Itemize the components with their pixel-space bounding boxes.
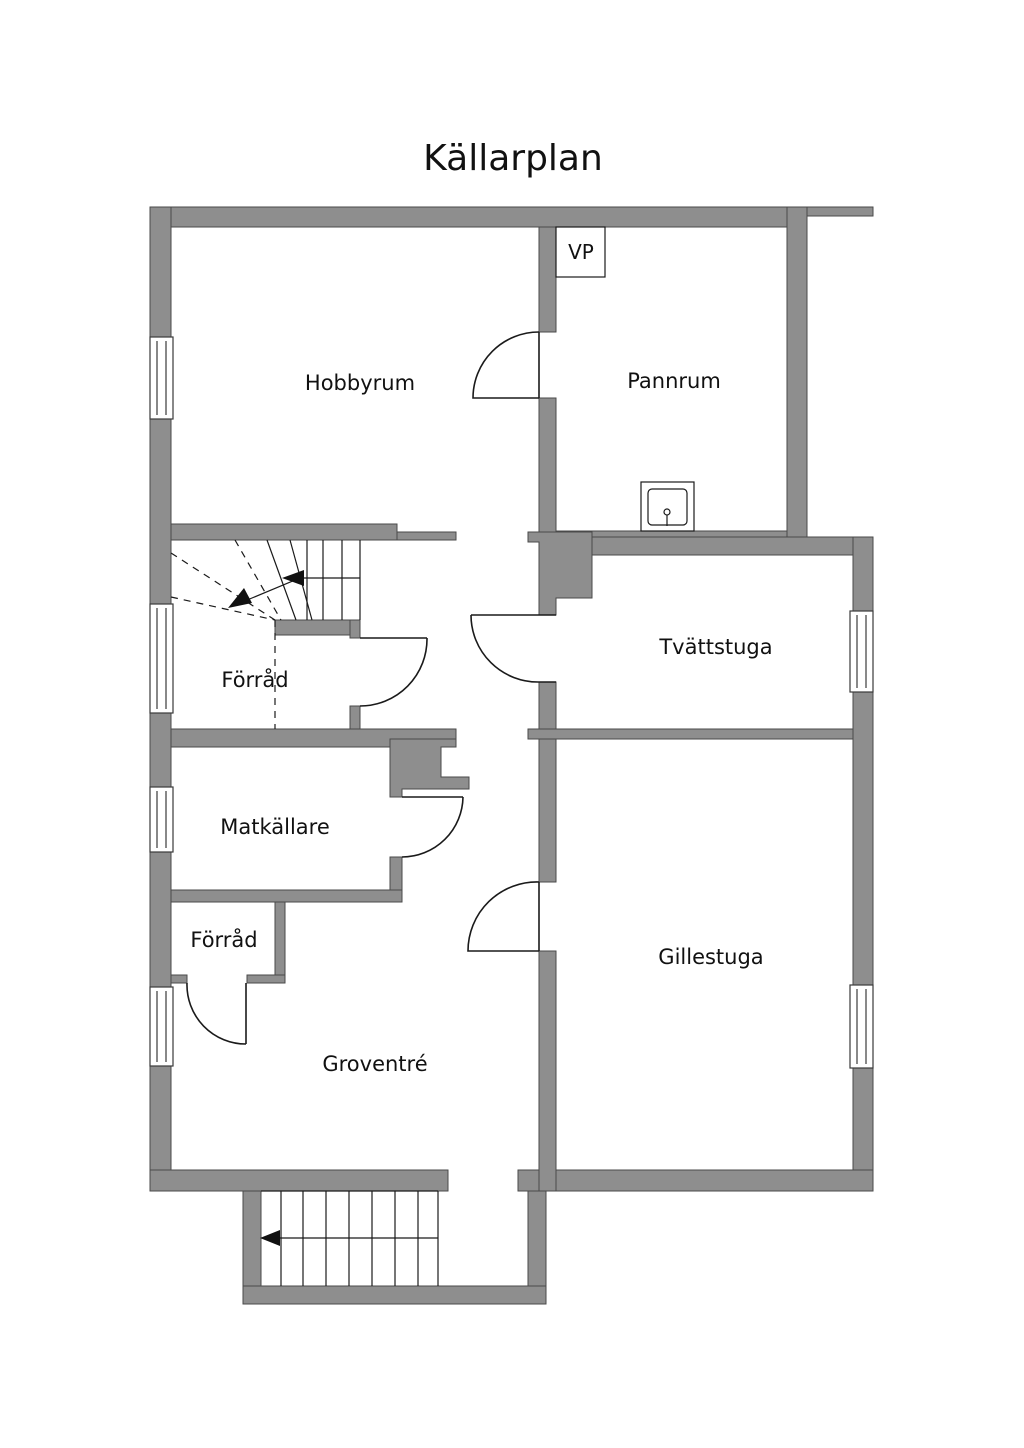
wall-forrad2-left-stub xyxy=(170,974,188,984)
window-matkallare xyxy=(149,786,174,853)
wall-central-1 xyxy=(538,226,557,333)
wall-pannrum-right xyxy=(786,206,808,538)
label-pannrum: Pannrum xyxy=(627,369,721,393)
wall-forrad2-right xyxy=(274,901,286,984)
window-groventre xyxy=(149,986,174,1067)
wall-outer-top-right xyxy=(806,206,874,217)
wall-outer-bottom-right xyxy=(517,1169,874,1192)
label-gillestuga: Gillestuga xyxy=(658,945,763,969)
windows xyxy=(149,336,874,1069)
stairs-winding xyxy=(170,539,361,729)
wall-forrad-door-post xyxy=(349,619,361,639)
wall-block-tvatt xyxy=(527,531,593,616)
doors xyxy=(186,331,556,1045)
label-forrad-lower: Förråd xyxy=(190,927,257,952)
wall-mat-right-low xyxy=(389,856,403,891)
window-tvattstuga xyxy=(849,610,874,693)
label-tvattstuga: Tvättstuga xyxy=(658,635,772,659)
plan-title: Källarplan xyxy=(423,138,603,179)
label-forrad-upper: Förråd xyxy=(221,667,288,692)
wall-outer-bottom-left xyxy=(149,1169,449,1192)
wall-tvatt-bottom xyxy=(527,728,854,740)
window-gillestuga xyxy=(849,984,874,1069)
label-matkallare: Matkällare xyxy=(220,815,330,839)
window-forrad xyxy=(149,603,174,714)
wall-central-4 xyxy=(538,950,557,1192)
wall-hobby-bottom xyxy=(170,523,398,541)
wall-central-3 xyxy=(538,681,557,883)
door-pannrum xyxy=(472,331,540,399)
wall-forrad-door-jamb xyxy=(349,705,361,731)
door-gillestuga xyxy=(467,881,540,952)
label-groventre: Groventré xyxy=(322,1052,427,1076)
wall-tvatt-top xyxy=(591,536,854,556)
wall-outer-top xyxy=(149,206,808,228)
window-hobby xyxy=(149,336,174,420)
stair-arrow-upper-2 xyxy=(228,588,252,608)
wall-mat-block xyxy=(389,738,470,798)
stair-arrow-upper-1 xyxy=(282,570,304,586)
vp-label: VP xyxy=(568,240,594,264)
walls xyxy=(149,206,874,1305)
door-tvattstuga xyxy=(470,614,556,683)
door-forrad-lower xyxy=(186,982,247,1045)
door-matkallare xyxy=(401,796,464,858)
stair-arrow-lower xyxy=(260,1230,280,1246)
wall-forrad-bottom xyxy=(170,728,457,748)
wall-forrad2-bottom xyxy=(246,974,286,984)
sink-icon xyxy=(640,481,695,532)
door-forrad xyxy=(359,637,428,707)
stairs-entrance xyxy=(261,1190,439,1286)
wall-forrad-inner xyxy=(274,619,361,636)
wall-mat-bottom xyxy=(170,889,403,903)
wall-hobby-bottom-tail xyxy=(396,531,457,541)
vp-box: VP xyxy=(555,226,606,278)
wall-stair-bottom xyxy=(242,1285,547,1305)
label-hobbyrum: Hobbyrum xyxy=(305,371,415,395)
